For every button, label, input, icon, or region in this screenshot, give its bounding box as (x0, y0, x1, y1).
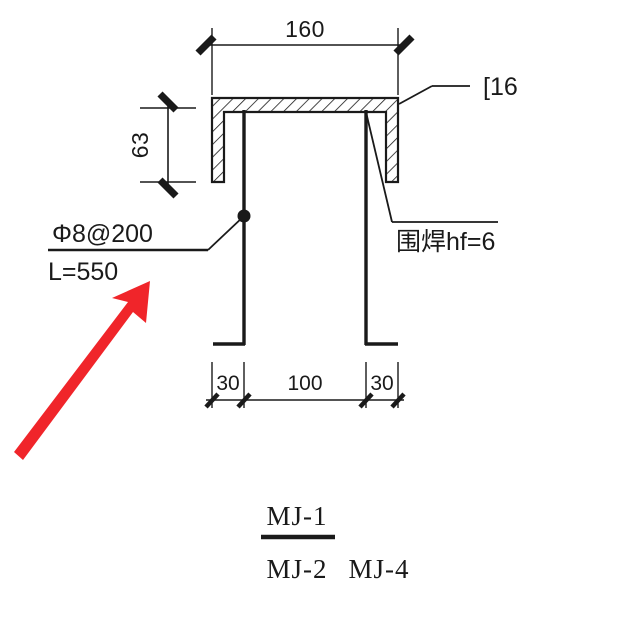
leader-diagonal (365, 111, 393, 223)
label-rebar-length: L=550 (48, 258, 118, 286)
dimension-bottom-chain: 30 100 30 (204, 362, 406, 409)
leader-diagonal (207, 215, 245, 251)
title-primary: MJ-1 (266, 501, 327, 531)
label-weld-note: 围焊hf=6 (396, 228, 495, 256)
channel-section-profile (210, 96, 400, 184)
dimension-value-top-width: 160 (285, 16, 325, 42)
dimension-left-height: 63 (127, 91, 196, 199)
dimension-value-left-offset: 30 (216, 372, 239, 395)
red-arrow-shape (14, 281, 150, 460)
channel-steel-section (210, 96, 400, 184)
column-outline (213, 110, 398, 346)
dimension-value-right-offset: 30 (370, 372, 393, 395)
tick-2 (236, 392, 252, 409)
dimension-value-center: 100 (287, 372, 322, 395)
title-block: MJ-1 MJ-2 MJ-4 (261, 501, 409, 584)
label-channel-section: [16 (483, 73, 518, 101)
channel-designation-leader: [16 (398, 73, 518, 105)
leader-diagonal (398, 85, 433, 105)
red-pointer-arrow (14, 281, 150, 460)
title-secondary-left: MJ-2 (266, 554, 327, 584)
label-rebar-spec: Φ8@200 (52, 220, 153, 248)
title-secondary-right: MJ-4 (348, 554, 409, 584)
rebar-leader: Φ8@200 L=550 (48, 209, 251, 286)
tick-1 (204, 392, 220, 409)
dimension-value-left-height: 63 (127, 132, 153, 159)
tick-4 (390, 392, 406, 409)
dimension-top-width: 160 (195, 16, 415, 95)
tick-3 (358, 392, 374, 409)
weld-note-leader: 围焊hf=6 (365, 111, 498, 256)
